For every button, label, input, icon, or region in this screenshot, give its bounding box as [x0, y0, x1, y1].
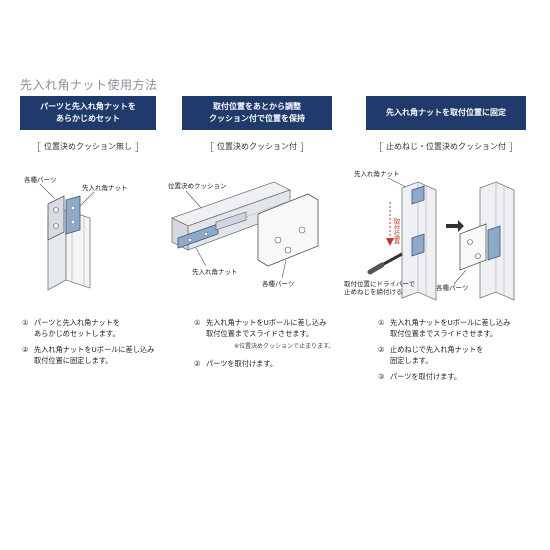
diagram-preset: 各種パーツ 先入れ角ナット: [24, 175, 128, 291]
subtitle-col2-text: 位置決めクッション付: [217, 141, 297, 151]
bracket-part: [47, 195, 65, 241]
step-text: 取付位置までスライドさせます。: [206, 328, 314, 338]
header-col2: 取付位置をあとから調整 クッション付で位置を保持: [182, 96, 332, 130]
label-nut: 先入れ角ナット: [192, 267, 238, 276]
step-item: ① パーツと先入れ角ナットをあらかじめセットします。: [22, 318, 162, 339]
step-num: ③: [378, 372, 385, 381]
step-item: ① 先入れ角ナットをUボールに差し込み取付位置までスライドさせます。: [378, 318, 538, 339]
label-driver-1: 取付位置にドライバーで: [344, 279, 415, 288]
square-nut: [65, 195, 81, 235]
subtitle-col1: ［位置決めクッション無し］: [31, 141, 145, 154]
header-col1: パーツと先入れ角ナットを あらかじめセット: [20, 96, 156, 130]
step-text: 取付位置に固定します。: [34, 355, 113, 365]
header-col2-line2: クッション付で位置を保持: [209, 114, 305, 123]
label-nut: 先入れ角ナット: [82, 183, 128, 192]
leader-nut: [195, 247, 207, 267]
step-num: ②: [22, 345, 29, 354]
label-parts: 各種パーツ: [436, 283, 468, 292]
page-title: 先入れ角ナット使用方法: [20, 78, 158, 92]
step-text: 先入れ角ナットをUボールに差し込み: [34, 345, 155, 354]
step-text: パーツと先入れ角ナットを: [34, 318, 121, 327]
label-cushion: 位置決めクッション: [168, 181, 227, 190]
square-nut-top: [411, 185, 425, 205]
arrow-head: [386, 238, 394, 246]
step-text: 固定します。: [390, 355, 433, 365]
step-text: 先入れ角ナットをUボールに差し込み: [206, 318, 327, 327]
header-col2-line1: 取付位置をあとから調整: [213, 102, 301, 111]
step-text: パーツを取付けます。: [206, 358, 278, 368]
step-text: あらかじめセットします。: [34, 328, 120, 338]
step-num: ②: [378, 345, 385, 354]
label-parts: 各種パーツ: [262, 279, 294, 288]
step-num: ②: [194, 358, 201, 368]
square-nut-right: [487, 225, 501, 261]
step-num: ①: [378, 318, 385, 327]
step-item: ① 先入れ角ナットをUボールに差し込み取付位置までスライドさせます。: [194, 318, 354, 339]
step-num: ①: [194, 318, 201, 327]
diagram-adjust: 位置決めクッション 先入れ角ナット 各種パーツ: [168, 181, 319, 288]
step-item: ② 先入れ角ナットをUボールに差し込み取付位置に固定します。: [22, 345, 162, 366]
header-col3: 先入れ角ナットを取付位置に固定: [366, 96, 526, 130]
label-nut: 先入れ角ナット: [354, 169, 400, 178]
header-col1-line1: パーツと先入れ角ナットを: [40, 102, 136, 111]
subtitle-col3: ［止めねじ・位置決めクッション付］: [373, 141, 519, 154]
step-item: ② パーツを取付けます。: [194, 359, 354, 370]
bracket-part: [459, 223, 487, 271]
subtitle-col2: ［位置決めクッション付］: [204, 141, 310, 154]
subtitle-col1-text: 位置決めクッション無し: [44, 141, 132, 151]
leader-nut: [79, 191, 95, 207]
steps-col2: ① 先入れ角ナットをUボールに差し込み取付位置までスライドさせます。 ※位置決め…: [194, 318, 354, 375]
bracket-part: [257, 193, 319, 267]
step-item: ③ パーツを取付けます。: [378, 372, 538, 383]
square-nut: [177, 223, 219, 249]
leader-parts: [39, 183, 55, 199]
step-num: ①: [22, 318, 29, 327]
step-text: 止めねじで先入れ角ナットを: [390, 345, 484, 354]
step-text: 先入れ角ナットをUボールに差し込み: [390, 318, 511, 327]
step-text: パーツを取付けます。: [390, 372, 462, 381]
label-parts: 各種パーツ: [24, 175, 56, 184]
arrow-right-icon: [446, 220, 464, 232]
header-col1-line2: あらかじめセット: [56, 114, 120, 123]
cushion: [215, 211, 247, 231]
subtitle-col3-text: 止めねじ・位置決めクッション付: [386, 141, 506, 151]
steps-col3: ① 先入れ角ナットをUボールに差し込み取付位置までスライドさせます。 ② 止めね…: [378, 318, 538, 389]
screwdriver-handle: [367, 262, 385, 275]
step-note: ※位置決めクッションで止まります。: [234, 343, 335, 350]
header-col3-line1: 先入れ角ナットを取付位置に固定: [386, 108, 506, 117]
leader-parts: [453, 269, 467, 285]
label-position: 取付位置: [392, 218, 400, 245]
diagram-fixed: 先入れ角ナット 取付位置 取付位置にドライバーで 止めねじを締付ける 各種パーツ: [344, 169, 515, 301]
square-nut-fixed: [411, 233, 425, 257]
leader-parts: [281, 259, 287, 279]
label-driver-2: 止めねじを締付ける: [344, 287, 403, 296]
step-item: ② 止めねじで先入れ角ナットを固定します。: [378, 345, 538, 366]
step-text: 取付位置までスライドさせます。: [390, 328, 498, 338]
steps-col1: ① パーツと先入れ角ナットをあらかじめセットします。 ② 先入れ角ナットをUボー…: [22, 318, 162, 372]
